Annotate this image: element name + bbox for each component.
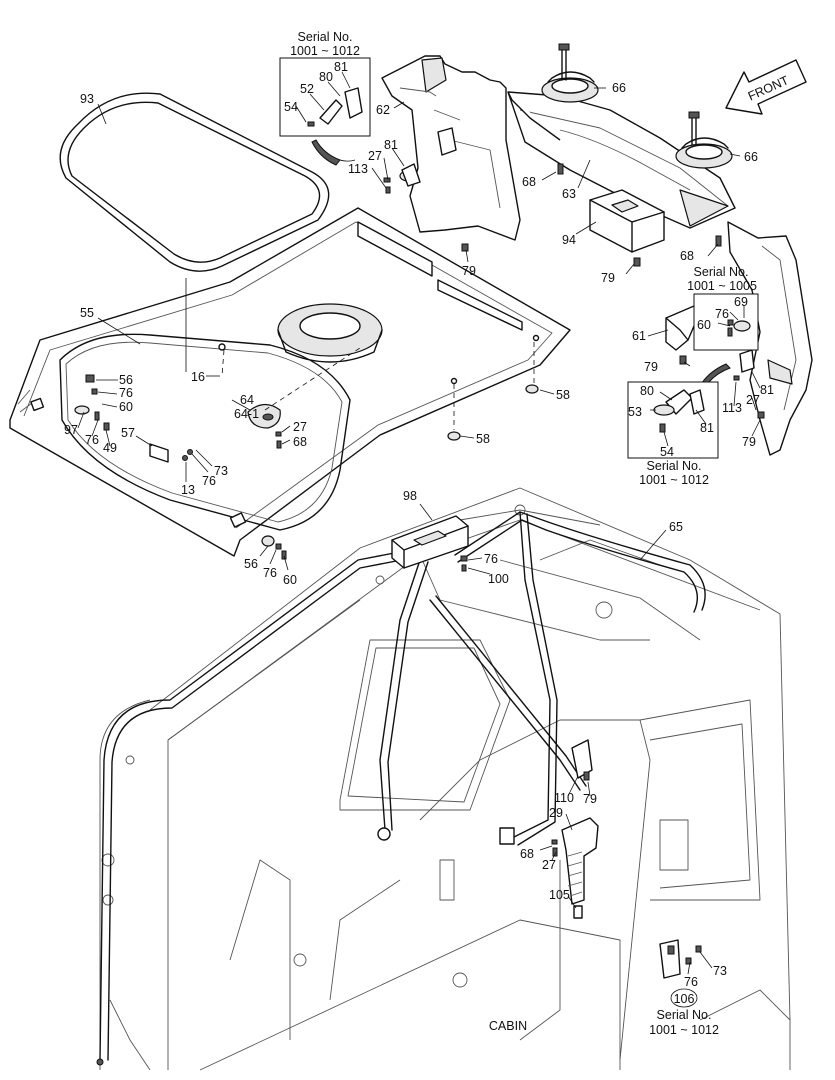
label-68: 68	[522, 175, 536, 189]
serial-box-bottom	[627, 381, 719, 459]
label-76: 76	[484, 552, 498, 566]
serial-range-top: 1001 ~ 1012	[290, 44, 360, 58]
label-81: 81	[384, 138, 398, 152]
label-98: 98	[403, 489, 417, 503]
label-69: 69	[734, 295, 748, 309]
speaker-console-63	[507, 43, 736, 247]
leader-lines	[77, 71, 761, 975]
label-64-1: 64-1	[234, 407, 259, 421]
label-13: 13	[181, 483, 195, 497]
label-76: 76	[202, 474, 216, 488]
serial-title-1005: Serial No.	[694, 265, 749, 279]
serial-title-106: Serial No.	[657, 1008, 712, 1022]
label-97: 97	[64, 423, 78, 437]
label-60: 60	[697, 318, 711, 332]
label-54: 54	[660, 445, 674, 459]
label-81: 81	[334, 60, 348, 74]
label-54: 54	[284, 100, 298, 114]
label-63: 63	[562, 187, 576, 201]
switch-110	[571, 739, 593, 781]
label-58: 58	[556, 388, 570, 402]
label-79: 79	[462, 264, 476, 278]
label-27: 27	[293, 420, 307, 434]
label-80: 80	[640, 384, 654, 398]
module-box-94	[589, 189, 665, 267]
label-93: 93	[80, 92, 94, 106]
speaker-66-front	[675, 111, 733, 169]
front-arrow: FRONT	[725, 59, 807, 115]
label-76: 76	[119, 386, 133, 400]
serial-range-106: 1001 ~ 1012	[649, 1023, 719, 1037]
label-49: 49	[103, 441, 117, 455]
label-61: 61	[632, 329, 646, 343]
label-80: 80	[319, 70, 333, 84]
label-56: 56	[119, 373, 133, 387]
cabin-label: CABIN	[489, 1019, 527, 1033]
label-110: 110	[554, 791, 574, 805]
label-60: 60	[119, 400, 133, 414]
label-62: 62	[376, 103, 390, 117]
label-76: 76	[715, 307, 729, 321]
cabin-frame	[99, 487, 791, 1071]
label-60: 60	[283, 573, 297, 587]
label-76: 76	[85, 433, 99, 447]
label-81: 81	[700, 421, 714, 435]
label-100: 100	[488, 572, 509, 586]
wire-harness-65	[96, 511, 706, 1066]
module-106	[659, 939, 702, 1008]
serial-range-bottom: 1001 ~ 1012	[639, 473, 709, 487]
label-68: 68	[520, 847, 534, 861]
label-27: 27	[542, 858, 556, 872]
serial-box-1005	[693, 293, 759, 387]
serial-range-1005: 1001 ~ 1005	[687, 279, 757, 293]
label-81: 81	[760, 383, 774, 397]
roof-seal-93	[59, 92, 330, 272]
label-58: 58	[476, 432, 490, 446]
serial-title-top: Serial No.	[298, 30, 353, 44]
label-27: 27	[746, 393, 760, 407]
label-79: 79	[583, 792, 597, 806]
label-66: 66	[612, 81, 626, 95]
label-27: 27	[368, 149, 382, 163]
label-73: 73	[713, 964, 727, 978]
label-66: 66	[744, 150, 758, 164]
label-79: 79	[742, 435, 756, 449]
label-79: 79	[601, 271, 615, 285]
liner-hardware	[74, 374, 539, 560]
label-106: 106	[674, 992, 695, 1006]
pillar-trim-62	[381, 55, 521, 252]
label-113: 113	[348, 162, 368, 176]
clip-105	[573, 905, 583, 919]
label-73: 73	[214, 464, 228, 478]
label-52: 52	[300, 82, 314, 96]
label-105: 105	[549, 888, 570, 902]
roof-liner-55	[9, 207, 571, 557]
label-53: 53	[628, 405, 642, 419]
label-65: 65	[669, 520, 683, 534]
label-16: 16	[191, 370, 205, 384]
label-76: 76	[684, 975, 698, 989]
label-94: 94	[562, 233, 576, 247]
label-68: 68	[293, 435, 307, 449]
label-64: 64	[240, 393, 254, 407]
label-55: 55	[80, 306, 94, 320]
label-29: 29	[549, 806, 563, 820]
relay-module-98	[391, 515, 469, 572]
label-79: 79	[644, 360, 658, 374]
serial-title-bottom: Serial No.	[647, 459, 702, 473]
speaker-66-rear	[541, 43, 599, 103]
label-57: 57	[121, 426, 135, 440]
part-labels: 93 55 56 76 60 97 76 49 57 16 64 64-1 27…	[64, 30, 774, 1037]
label-68: 68	[680, 249, 694, 263]
handle-29	[551, 817, 599, 905]
label-76: 76	[263, 566, 277, 580]
serial-box-top	[279, 57, 371, 166]
label-113: 113	[722, 401, 742, 415]
label-56: 56	[244, 557, 258, 571]
